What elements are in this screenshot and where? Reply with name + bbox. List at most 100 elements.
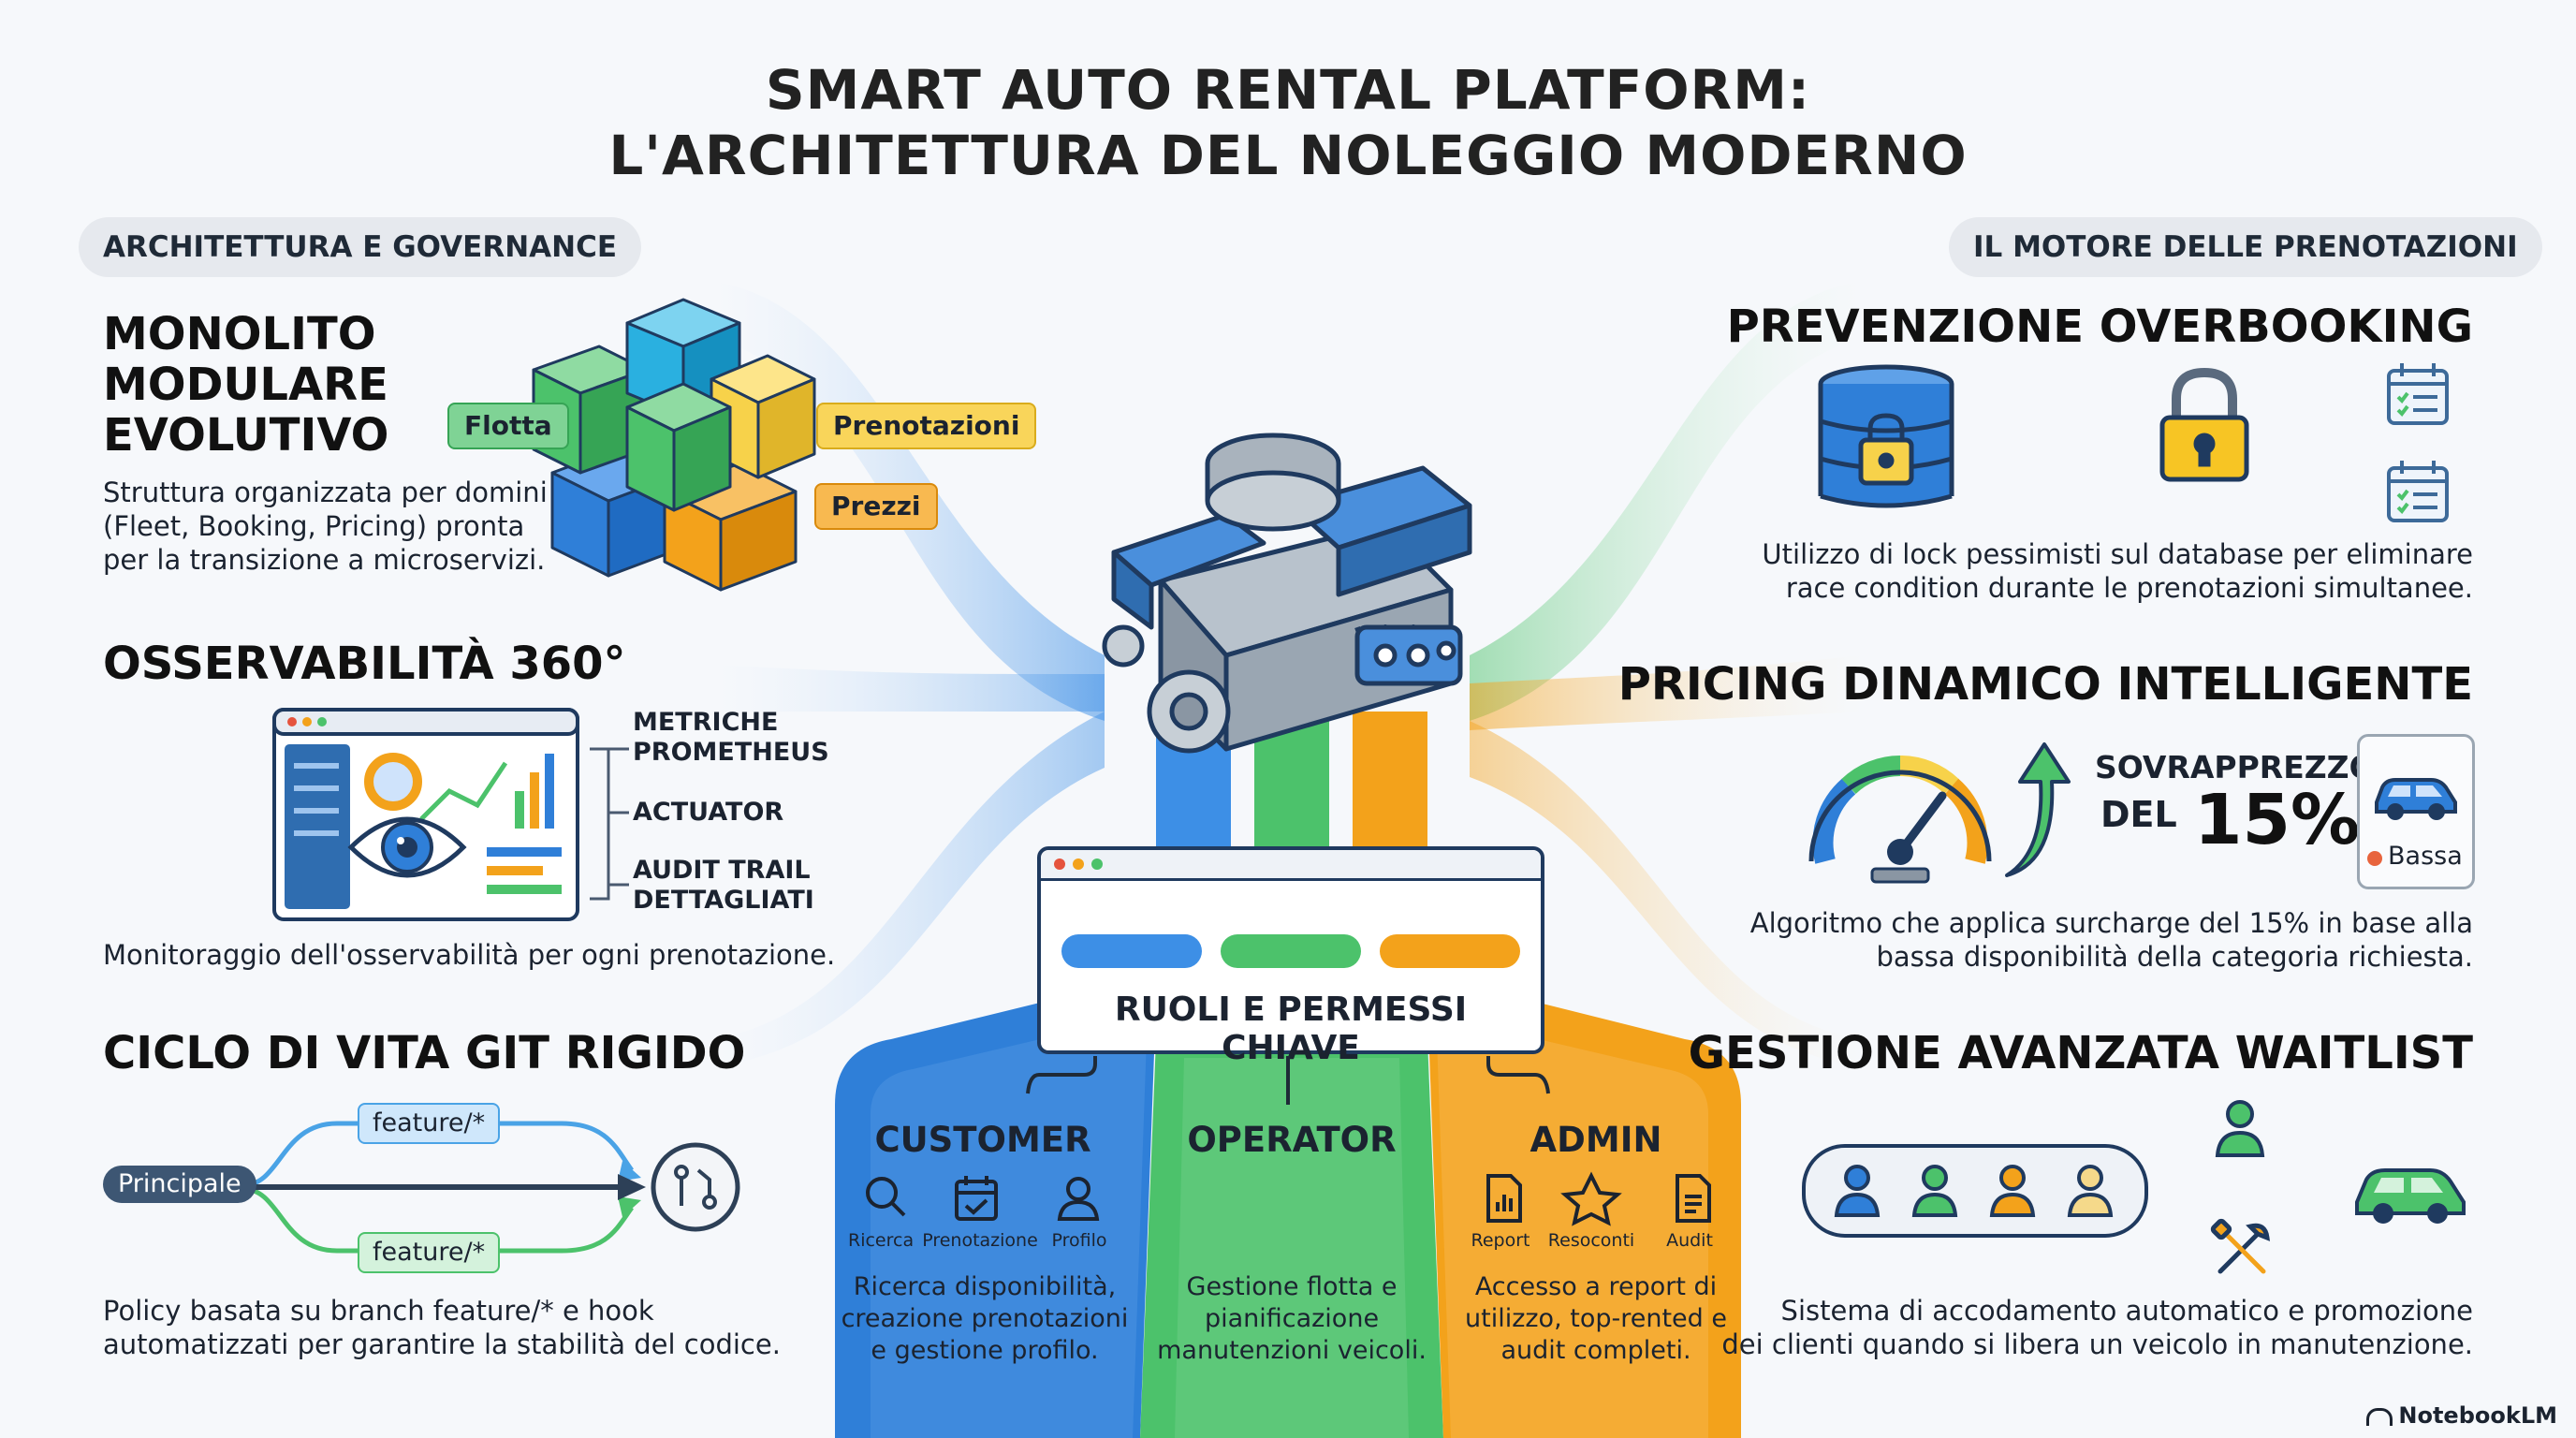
availability-label: Bassa (2388, 842, 2463, 871)
car-icon (2375, 778, 2457, 820)
ribbon-right-bottom (1470, 721, 1863, 1067)
calendar-icon-2 (2387, 461, 2449, 522)
admin-icon-label-2: Resoconti (1547, 1230, 1635, 1251)
column-orange (1353, 712, 1427, 852)
queue-users-icon (1834, 1165, 2114, 1217)
label-metrics-1: METRICHE (633, 708, 779, 737)
monolith-heading-1: MONOLITO (103, 308, 376, 360)
label-audit-1: AUDIT TRAIL (633, 856, 811, 885)
waitlist-desc-2: dei clienti quando si libera un veicolo … (1721, 1328, 2473, 1360)
admin-icons (1486, 1171, 1711, 1226)
observability-bracket (590, 747, 629, 901)
branch-feature-top: feature/* (358, 1103, 501, 1144)
engine-icon (1102, 433, 1472, 754)
admin-desc-2: utilizzo, top-rented e (1465, 1304, 1727, 1333)
pricing-desc-2: bassa disponibilità della categoria rich… (1876, 941, 2473, 973)
customer-desc-3: e gestione profilo. (871, 1336, 1099, 1365)
monolith-desc-1: Struttura organizzata per domini (103, 477, 548, 508)
git-branch-diagram (242, 1121, 740, 1254)
monolith-desc-2: (Fleet, Booking, Pricing) pronta (103, 510, 525, 542)
tools-icon (2210, 1218, 2271, 1274)
role-panel-customer (835, 1002, 1156, 1438)
branding-text: NotebookLM (2398, 1402, 2557, 1429)
search-icon (866, 1177, 898, 1209)
customer-icon-label-3: Profilo (1051, 1230, 1107, 1251)
surcharge-prefix: DEL (2100, 794, 2177, 835)
role-admin-name: ADMIN (1530, 1120, 1662, 1160)
role-panel-operator (1140, 1020, 1443, 1438)
label-metrics-2: PROMETHEUS (633, 738, 829, 767)
waitlist-heading: GESTIONE AVANZATA WAITLIST (1688, 1027, 2473, 1079)
git-desc-2: automatizzati per garantire la stabilità… (103, 1328, 781, 1360)
customer-icon-label-1: Ricerca (848, 1230, 915, 1251)
operator-desc-2: pianificazione (1204, 1304, 1380, 1333)
monolith-desc-3: per la transizione a microservizi. (103, 544, 546, 576)
label-actuator: ACTUATOR (633, 798, 784, 827)
branch-feature-bottom: feature/* (358, 1232, 501, 1273)
modular-cubes-icon (532, 298, 816, 592)
ribbon-left-mid (711, 665, 1105, 712)
overbooking-desc-2: race condition durante le prenotazioni s… (1785, 572, 2473, 604)
database-lock-icon (1818, 364, 1954, 508)
admin-desc-1: Accesso a report di (1474, 1272, 1718, 1301)
ribbon-left-bottom (711, 712, 1105, 1067)
git-desc-1: Policy basata su branch feature/* e hook (103, 1295, 654, 1327)
surcharge-label: SOVRAPPREZZO (2095, 749, 2376, 785)
tag-booking: Prenotazioni (816, 403, 1037, 449)
pricing-desc-1: Algoritmo che applica surcharge del 15% … (1749, 907, 2473, 939)
pricing-heading: PRICING DINAMICO INTELLIGENTE (1617, 658, 2473, 711)
green-car-icon (2355, 1168, 2466, 1224)
document-icon (1676, 1174, 1711, 1223)
roles-window: RUOLI E PERMESSI CHIAVE (1037, 846, 1544, 1067)
availability-dot (2367, 851, 2382, 866)
observability-desc: Monitoraggio dell'osservabilità per ogni… (103, 939, 836, 971)
operator-desc-1: Gestione flotta e (1186, 1272, 1398, 1301)
section-pill-right: IL MOTORE DELLE PRENOTAZIONI (1949, 217, 2542, 277)
role-customer-name: CUSTOMER (874, 1120, 1091, 1160)
observability-heading: OSSERVABILITÀ 360° (103, 638, 626, 690)
git-heading: CICLO DI VITA GIT RIGIDO (103, 1027, 746, 1079)
calendar-icon (955, 1176, 998, 1221)
availability-card: Bassa (2357, 734, 2475, 889)
admin-desc-3: audit completi. (1500, 1336, 1691, 1365)
lock-icon (2159, 367, 2249, 482)
role-operator-name: OPERATOR (1187, 1120, 1397, 1160)
title-line-1: SMART AUTO RENTAL PLATFORM: (765, 58, 1811, 122)
overbooking-desc-1: Utilizzo di lock pessimisti sul database… (1762, 538, 2473, 570)
ribbon-right-mid (1470, 655, 1863, 730)
roles-window-titlebar (1041, 850, 1541, 881)
role-panel-admin (1427, 1002, 1741, 1438)
operator-desc-3: manutenzioni veicoli. (1157, 1336, 1427, 1365)
customer-icon-label-2: Prenotazione (922, 1230, 1038, 1251)
admin-icon-label-3: Audit (1666, 1230, 1713, 1251)
arrow-up-icon (2005, 742, 2071, 877)
calendar-icon-1 (2387, 363, 2449, 425)
user-icon (1057, 1177, 1100, 1221)
branch-main: Principale (103, 1166, 256, 1203)
star-icon (1560, 1171, 1622, 1226)
branding: NotebookLM (2366, 1402, 2557, 1429)
customer-desc-1: Ricerca disponibilità, (853, 1272, 1117, 1301)
roles-title: RUOLI E PERMESSI CHIAVE (1114, 990, 1468, 1067)
label-audit-2: DETTAGLIATI (633, 886, 814, 915)
waitlist-desc-1: Sistema di accodamento automatico e prom… (1780, 1295, 2473, 1327)
roles-connectors (1026, 1056, 1550, 1105)
surcharge-value: 15% (2194, 780, 2361, 860)
customer-desc-2: creazione prenotazioni (841, 1304, 1129, 1333)
notebooklm-logo-icon (2366, 1407, 2393, 1426)
overbooking-heading: PREVENZIONE OVERBOOKING (1726, 301, 2473, 353)
monolith-heading-2: MODULARE (103, 359, 388, 411)
customer-icons (866, 1176, 1100, 1221)
tag-pricing: Prezzi (814, 483, 938, 530)
ribbon-right-top (1470, 281, 1863, 721)
queue-capsule (1802, 1144, 2148, 1238)
admin-icon-label-1: Report (1471, 1230, 1530, 1251)
monolith-heading-3: EVOLUTIVO (103, 409, 389, 462)
gauge-icon (1808, 756, 1992, 884)
title-line-2: L'ARCHITETTURA DEL NOLEGGIO MODERNO (608, 124, 1968, 187)
dashboard-eye-icon (272, 708, 579, 921)
report-icon (1486, 1174, 1522, 1223)
promoted-user-icon (2215, 1100, 2265, 1157)
